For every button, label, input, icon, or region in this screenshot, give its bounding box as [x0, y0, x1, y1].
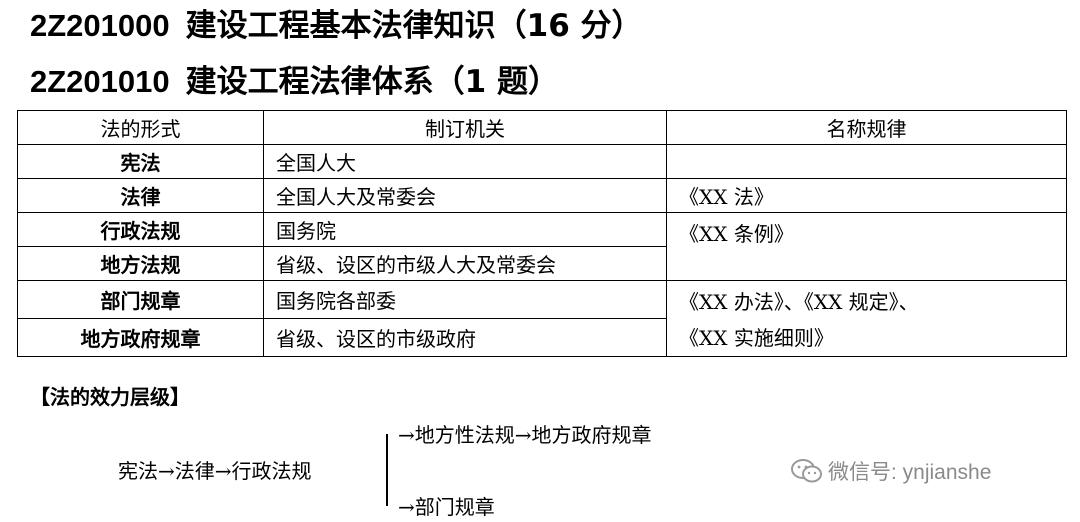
- organ-cell: 全国人大及常委会: [263, 178, 667, 213]
- watermark-text: 微信号: ynjianshe: [828, 461, 992, 484]
- form-cell: 行政法规: [17, 212, 264, 247]
- organ-cell: 省级、设区的市级人大及常委会: [263, 246, 667, 281]
- header-form: 法的形式: [17, 110, 264, 145]
- subsection-title: 建设工程法律体系（1 题）: [185, 64, 559, 100]
- header-organ: 制订机关: [263, 110, 667, 145]
- header-naming: 名称规律: [666, 110, 1067, 145]
- hierarchy-branch-top: →地方性法规→地方政府规章: [398, 423, 652, 447]
- organ-cell: 国务院各部委: [263, 280, 667, 319]
- section-title: 建设工程基本法律知识（16 分）: [185, 8, 643, 44]
- law-forms-table: 法的形式 制订机关 名称规律 宪法 全国人大 法律 全国人大及常委会 《XX 法…: [17, 110, 1067, 357]
- subsection-code: 2Z201010: [30, 64, 170, 99]
- table-row: 地方政府规章 省级、设区的市级政府: [17, 318, 1067, 357]
- hierarchy-branch-bracket: [386, 434, 400, 506]
- table-row: 地方法规 省级、设区的市级人大及常委会: [17, 246, 1067, 281]
- organ-cell: 国务院: [263, 212, 667, 247]
- table-row: 法律 全国人大及常委会 《XX 法》: [17, 178, 1067, 213]
- table-row: 宪法 全国人大: [17, 144, 1067, 179]
- table-row: 部门规章 国务院各部委 《XX 办法》、《XX 规定》、《XX 实施细则》: [17, 280, 1067, 357]
- form-cell: 地方政府规章: [17, 318, 264, 357]
- hierarchy-label: 【法的效力层级】: [30, 385, 190, 409]
- organ-cell: 全国人大: [263, 144, 667, 179]
- section-heading: 2Z201000 建设工程基本法律知识（16 分）: [30, 4, 643, 48]
- form-cell: 部门规章: [17, 280, 264, 319]
- watermark: 微信号: ynjianshe: [790, 456, 991, 486]
- naming-line: 《XX 办法》、《XX 规定》、: [679, 290, 919, 314]
- naming-cell: [666, 144, 1067, 179]
- form-cell: 法律: [17, 178, 264, 213]
- form-cell: 地方法规: [17, 246, 264, 281]
- naming-cell: 《XX 法》: [666, 178, 1067, 213]
- table-header-row: 法的形式 制订机关 名称规律: [17, 110, 1067, 145]
- naming-line: 《XX 实施细则》: [679, 326, 834, 350]
- wechat-icon: [790, 458, 824, 484]
- naming-cell: 《XX 条例》: [666, 212, 1067, 281]
- hierarchy-main-chain: 宪法→法律→行政法规: [118, 459, 312, 483]
- section-code: 2Z201000: [30, 8, 170, 43]
- organ-cell: 省级、设区的市级政府: [263, 318, 667, 357]
- hierarchy-branch-bottom: →部门规章: [398, 495, 495, 519]
- form-cell: 宪法: [17, 144, 264, 179]
- table-row: 行政法规 国务院 《XX 条例》: [17, 212, 1067, 281]
- naming-cell: 《XX 办法》、《XX 规定》、《XX 实施细则》: [666, 280, 1067, 357]
- subsection-heading: 2Z201010 建设工程法律体系（1 题）: [30, 60, 559, 104]
